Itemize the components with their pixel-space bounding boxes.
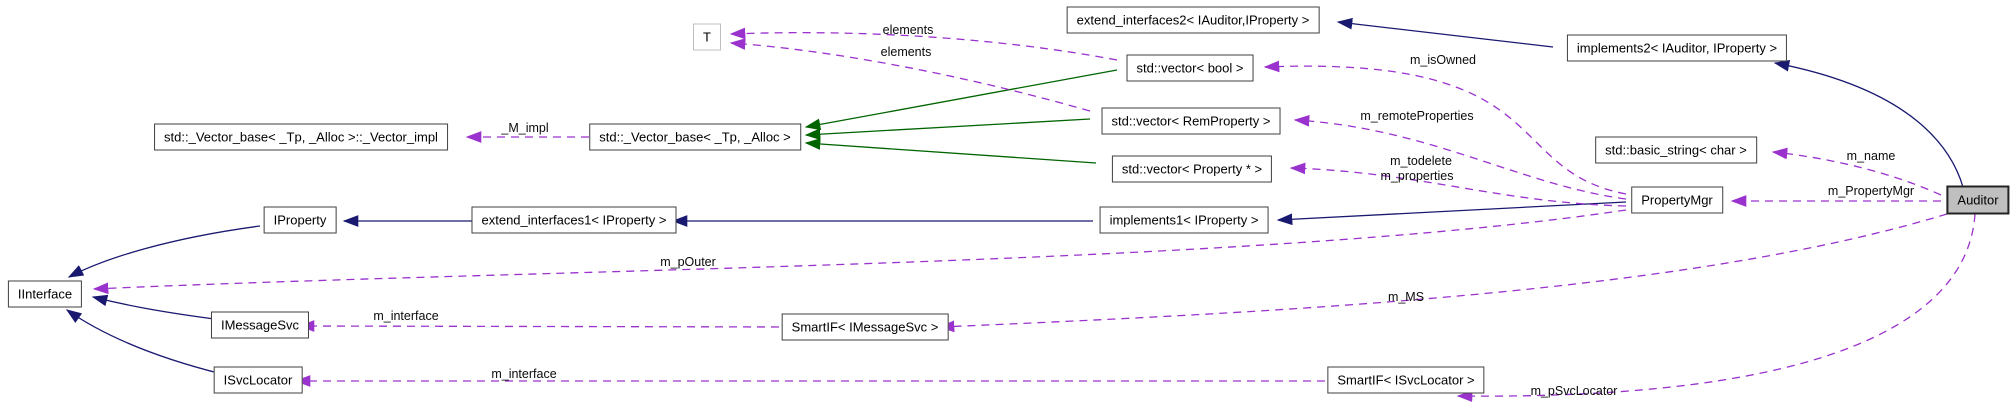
node-basic-string[interactable]: std::basic_string< char > xyxy=(1595,136,1757,164)
edge-label-elements-1: elements xyxy=(882,23,934,37)
edge-vectorrem-to-t xyxy=(729,38,1091,112)
edge-label-m-isowned: m_isOwned xyxy=(1410,53,1476,67)
node-implements1[interactable]: implements1< IProperty > xyxy=(1099,206,1269,234)
edge-label-m-propertymgr: m_PropertyMgr xyxy=(1827,184,1915,198)
edge-vectorprop-to-vectorbase xyxy=(804,138,1097,164)
node-smartif-imessagesvc[interactable]: SmartIF< IMessageSvc > xyxy=(781,313,949,341)
node-implements2[interactable]: implements2< IAuditor, IProperty > xyxy=(1566,34,1788,62)
node-imessagesvc[interactable]: IMessageSvc xyxy=(210,311,310,339)
edge-label-m-interface-1: m_interface xyxy=(373,309,439,323)
edge-vectorbool-to-vectorbase xyxy=(804,69,1118,131)
node-isvclocator[interactable]: ISvcLocator xyxy=(213,366,303,394)
edge-label-m-ms: m_MS xyxy=(1387,290,1425,304)
node-vector-base[interactable]: std::_Vector_base< _Tp, _Alloc > xyxy=(589,123,801,151)
edge-label-m-name: m_name xyxy=(1846,149,1896,163)
node-vector-remproperty[interactable]: std::vector< RemProperty > xyxy=(1101,107,1281,135)
node-template-param-t: T xyxy=(693,23,721,51)
edge-vectorrem-to-vectorbase xyxy=(804,118,1091,141)
edge-label-m-interface-2: m_interface xyxy=(491,367,557,381)
edge-auditor-to-smartifmsg xyxy=(938,213,1948,333)
edge-propertymgr-to-vectorbool xyxy=(1263,60,1627,195)
node-vector-bool[interactable]: std::vector< bool > xyxy=(1126,54,1254,82)
node-extend-interfaces2[interactable]: extend_interfaces2< IAuditor,IProperty > xyxy=(1066,6,1320,34)
edge-propertymgr-to-vectorprop xyxy=(1289,162,1627,207)
edge-auditor-to-basicstring xyxy=(1771,147,1942,196)
node-extend-interfaces1[interactable]: extend_interfaces1< IProperty > xyxy=(471,206,677,234)
edge-smartifmsg-to-imessagesvc xyxy=(298,320,794,332)
edge-propertymgr-to-vectorrem xyxy=(1293,115,1627,200)
edge-implements2-to-extendinterfaces2 xyxy=(1336,17,1554,48)
node-iinterface[interactable]: IInterface xyxy=(7,280,83,308)
edge-label-m-pouter: m_pOuter xyxy=(660,255,716,269)
edge-iproperty-to-iinterface xyxy=(67,225,261,278)
edge-auditor-to-implements2 xyxy=(1773,59,1964,188)
edge-label-m-psvclocator: m_pSvcLocator xyxy=(1530,384,1618,398)
edge-auditor-to-smartifsvc xyxy=(1456,213,1976,403)
node-property-mgr[interactable]: PropertyMgr xyxy=(1631,186,1723,214)
node-smartif-isvclocator[interactable]: SmartIF< ISvcLocator > xyxy=(1327,366,1485,394)
edge-propertymgr-to-implements1 xyxy=(1276,201,1627,226)
node-iproperty[interactable]: IProperty xyxy=(263,206,337,234)
edge-isvclocator-to-iinterface xyxy=(65,309,223,375)
edge-propertymgr-to-iinterface xyxy=(92,209,1627,295)
node-vector-property[interactable]: std::vector< Property * > xyxy=(1111,155,1273,183)
edge-label-m-remoteproperties: m_remoteProperties xyxy=(1360,109,1474,123)
node-auditor: Auditor xyxy=(1946,185,2010,215)
edge-vectorbool-to-t xyxy=(729,27,1118,61)
edge-label-m-impl: _M_impl xyxy=(501,121,549,135)
edge-label-m-properties: m_properties xyxy=(1380,169,1454,183)
edge-imessagesvc-to-iinterface xyxy=(91,294,223,321)
node-vector-impl[interactable]: std::_Vector_base< _Tp, _Alloc >::_Vecto… xyxy=(154,123,448,151)
edge-label-elements-2: elements xyxy=(880,45,932,59)
edge-label-m-todelete: m_todelete xyxy=(1390,154,1452,168)
